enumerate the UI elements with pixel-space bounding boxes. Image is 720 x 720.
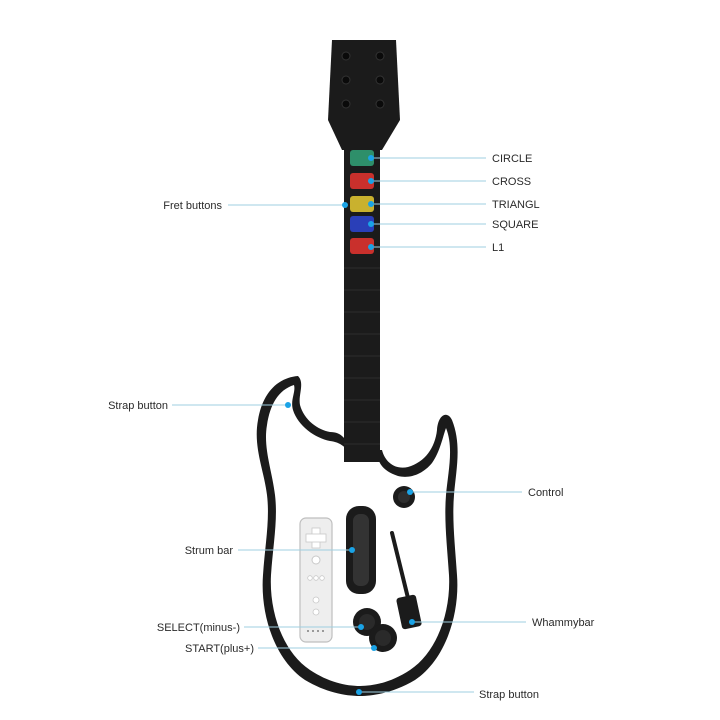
callout-dot-icon [349, 547, 355, 553]
callout-start: START(plus+) [185, 643, 377, 655]
callout-dot-icon [342, 202, 348, 208]
callout-cross: CROSS [368, 176, 531, 188]
control-knob-ring [398, 491, 410, 503]
callout-dot-icon [358, 624, 364, 630]
callout-strap-button-bottom: Strap button [356, 689, 539, 701]
label-circle: CIRCLE [492, 153, 532, 165]
remote-dpad-icon [305, 527, 327, 549]
fret-button-blue[interactable] [350, 216, 374, 232]
fret-button-green[interactable] [350, 150, 374, 166]
label-strap-button-bottom: Strap button [479, 689, 539, 701]
label-square: SQUARE [492, 219, 538, 231]
callout-triangle: TRIANGL [368, 199, 540, 211]
callout-dot-icon [285, 402, 291, 408]
fret-button-red[interactable] [350, 173, 374, 189]
callout-strum-bar: Strum bar [185, 545, 355, 557]
strum-bar-inner [353, 514, 369, 586]
callout-dot-icon [368, 221, 374, 227]
whammy-bar-base[interactable] [396, 594, 422, 630]
label-start: START(plus+) [185, 643, 254, 655]
callout-dot-icon [407, 489, 413, 495]
remote-buttons-icon [307, 575, 325, 616]
label-l1: L1 [492, 242, 504, 254]
callout-l1: L1 [368, 242, 504, 254]
callout-select: SELECT(minus-) [157, 622, 364, 634]
label-cross: CROSS [492, 176, 531, 188]
label-control: Control [528, 487, 563, 499]
fret-lines [344, 267, 380, 445]
tuning-pegs [341, 51, 385, 109]
label-whammybar: Whammybar [532, 617, 595, 629]
whammy-bar-arm[interactable] [390, 531, 410, 600]
callout-dot-icon [368, 178, 374, 184]
label-strum-bar: Strum bar [185, 545, 234, 557]
remote-a-button-icon [311, 555, 321, 565]
callout-dot-icon [368, 244, 374, 250]
start-button-cap [375, 630, 391, 646]
callout-dot-icon [356, 689, 362, 695]
remote-led-icon [307, 630, 324, 632]
label-select: SELECT(minus-) [157, 622, 240, 634]
callout-dot-icon [368, 201, 374, 207]
callout-dot-icon [371, 645, 377, 651]
fret-button-yellow[interactable] [350, 196, 374, 212]
guitar-controller-icon [256, 40, 458, 696]
fret-button-red-l1[interactable] [350, 238, 374, 254]
callout-whammybar: Whammybar [409, 617, 595, 629]
callout-control: Control [407, 487, 563, 499]
guitar-headstock [328, 40, 400, 150]
callout-circle: CIRCLE [368, 153, 532, 165]
callout-square: SQUARE [368, 219, 538, 231]
callout-dot-icon [409, 619, 415, 625]
label-triangle: TRIANGL [492, 199, 540, 211]
callout-strap-button-top: Strap button [108, 400, 291, 412]
callout-dot-icon [368, 155, 374, 161]
callout-fret-buttons: Fret buttons [163, 200, 348, 212]
label-strap-button-top: Strap button [108, 400, 168, 412]
label-fret-buttons: Fret buttons [163, 200, 222, 212]
